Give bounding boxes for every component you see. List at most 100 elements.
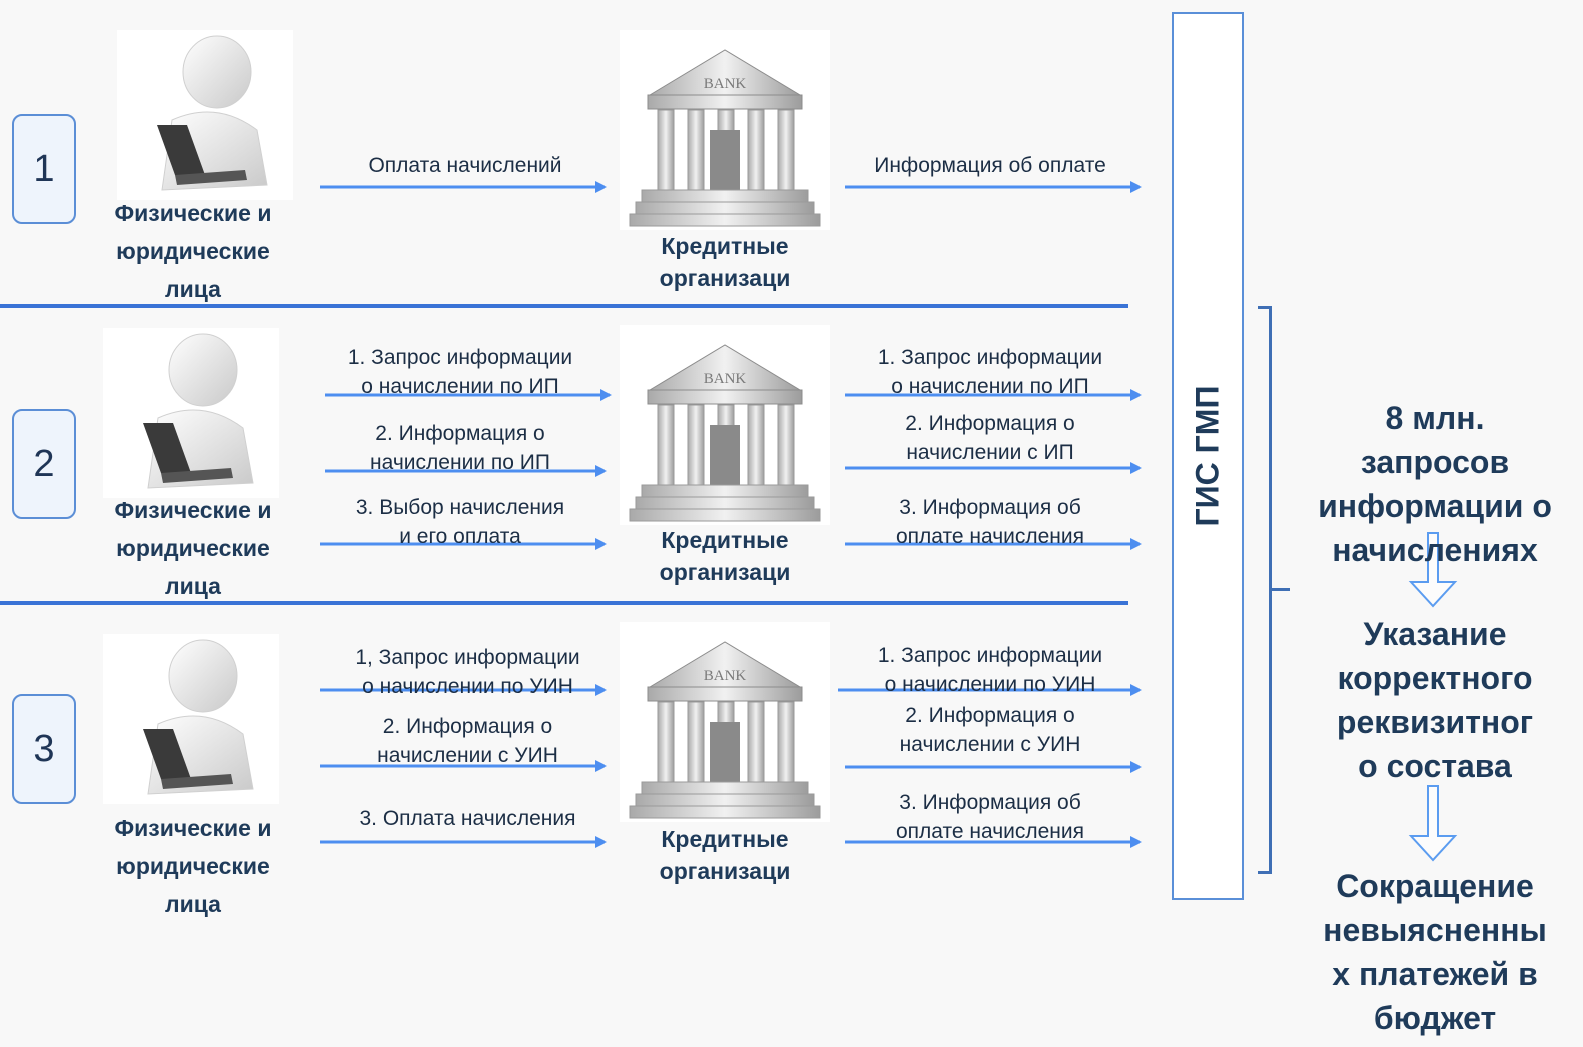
arrow-label: Оплата начислений: [330, 151, 600, 180]
person-label-line: Физические и: [114, 497, 272, 523]
arrow-label-line: 3. Информация об: [899, 496, 1081, 519]
arrow-label-line: 3. Оплата начисления: [359, 807, 576, 830]
bank-building-icon: BANK: [620, 325, 830, 525]
arrow-label-line: 1. Запрос информации: [877, 346, 1103, 369]
arrow-label: 3. Оплата начисления: [325, 804, 610, 833]
arrow-label: 2. Информация о начислении с УИН: [845, 701, 1135, 759]
arrow-label-line: Оплата начислений: [368, 154, 562, 177]
result-line: невыясненны: [1323, 912, 1547, 948]
arrow-label-line: 3. Информация об: [899, 791, 1081, 814]
arrow-label-line: 2. Информация о: [375, 422, 545, 445]
arrow-label-line: о начислении по УИН: [884, 673, 1096, 696]
gis-gmp-title: ГИС ГМП: [1189, 385, 1226, 527]
arrow-label: 1, Запрос информации о начислении по УИН: [325, 643, 610, 701]
arrow-label-line: 1, Запрос информации: [355, 646, 580, 669]
arrow-label-line: о начислении по ИП: [361, 375, 559, 398]
bank-column: [657, 701, 675, 783]
row-divider: [0, 601, 1128, 605]
bank-step: [641, 189, 809, 203]
arrow-label: Информация об оплате: [845, 151, 1135, 180]
bank-step: [641, 781, 809, 795]
bank-building-icon: BANK: [620, 622, 830, 822]
bank-building-icon: BANK: [620, 30, 830, 230]
result-reduction: Сокращение невыясненны х платежей в бюдж…: [1290, 864, 1580, 1040]
person-label-line: Физические и: [114, 815, 272, 841]
bank-column: [747, 701, 765, 783]
bank-column: [687, 701, 705, 783]
person-label-line: лица: [165, 276, 221, 302]
results-bracket-tick: [1272, 588, 1290, 591]
arrow-label-line: начислении с УИН: [899, 733, 1081, 756]
bank-door: [710, 425, 740, 485]
result-requests: 8 млн. запросов информации о начислениях: [1290, 396, 1580, 572]
result-line: информации о: [1318, 488, 1552, 524]
bank-step: [629, 508, 821, 522]
laptop-base: [161, 468, 233, 483]
arrow-label: 2. Информация о начислении с УИН: [325, 712, 610, 770]
person-with-laptop-icon: [103, 328, 279, 498]
bank-step: [635, 201, 815, 215]
bank-sign-text: BANK: [704, 371, 747, 387]
bank-column: [657, 404, 675, 486]
bank-step: [629, 213, 821, 227]
arrow-label: 2. Информация о начислении по ИП: [325, 419, 595, 477]
bank-entablature: [647, 389, 803, 405]
arrow-label-line: о начислении по ИП: [891, 375, 1089, 398]
person-label-line: юридические: [116, 238, 270, 264]
arrow-label: 3. Информация об оплате начисления: [845, 788, 1135, 846]
bank-entablature: [647, 94, 803, 110]
bank-sign-text: BANK: [704, 76, 747, 92]
person-head: [182, 35, 252, 109]
arrow-label: 1. Запрос информации о начислении по ИП: [855, 343, 1125, 401]
person-label-line: юридические: [116, 535, 270, 561]
arrow-label-line: 1. Запрос информации: [347, 346, 573, 369]
bank-entablature: [647, 686, 803, 702]
laptop-screen: [157, 125, 205, 175]
bank-door: [710, 722, 740, 782]
person-head: [168, 639, 238, 713]
bank-label-line: Кредитные: [661, 826, 789, 852]
person-label: Физические и юридические лица: [93, 809, 293, 923]
row-divider: [0, 304, 1128, 308]
bank-column: [777, 109, 795, 191]
laptop-base: [175, 170, 247, 185]
bank-label-line: Кредитные: [661, 527, 789, 553]
result-line: о состава: [1358, 748, 1512, 784]
result-line: запросов: [1360, 444, 1510, 480]
gis-gmp-box: ГИС ГМП: [1172, 12, 1244, 900]
bank-column: [687, 109, 705, 191]
bank-label-line: организаци: [659, 265, 791, 291]
bank-label: Кредитные организаци: [625, 524, 825, 588]
bank-label-line: организаци: [659, 559, 791, 585]
result-line: Указание: [1363, 616, 1507, 652]
arrow-label-line: начислении с УИН: [377, 744, 558, 767]
results-bracket: [1258, 306, 1272, 874]
person-label-line: лица: [165, 891, 221, 917]
arrow-label-line: и его оплата: [399, 525, 521, 548]
arrow-label-line: 2. Информация о: [905, 412, 1075, 435]
person-label-line: Физические и: [114, 200, 272, 226]
arrow-label-line: 2. Информация о: [905, 704, 1075, 727]
bank-label: Кредитные организаци: [625, 823, 825, 887]
arrow-label-line: Информация об оплате: [874, 154, 1106, 177]
bank-step: [635, 496, 815, 510]
result-line: корректного: [1337, 660, 1533, 696]
bank-door: [710, 130, 740, 190]
result-line: бюджет: [1373, 1000, 1497, 1036]
person-label-line: юридические: [116, 853, 270, 879]
person-label: Физические и юридические лица: [93, 194, 293, 308]
bank-column: [777, 404, 795, 486]
person-label-line: лица: [165, 573, 221, 599]
result-line: начислениях: [1332, 532, 1538, 568]
bank-step: [635, 793, 815, 807]
bank-step: [629, 805, 821, 819]
person-with-laptop-icon: [117, 30, 293, 200]
step-number-box: 3: [12, 694, 76, 804]
bank-column: [747, 404, 765, 486]
laptop-base: [161, 774, 233, 789]
arrow-label-line: оплате начисления: [895, 525, 1085, 548]
result-line: 8 млн.: [1385, 400, 1485, 436]
arrow-label: 3. Информация об оплате начисления: [855, 493, 1125, 551]
arrow-label: 1. Запрос информации о начислении по УИН: [845, 641, 1135, 699]
